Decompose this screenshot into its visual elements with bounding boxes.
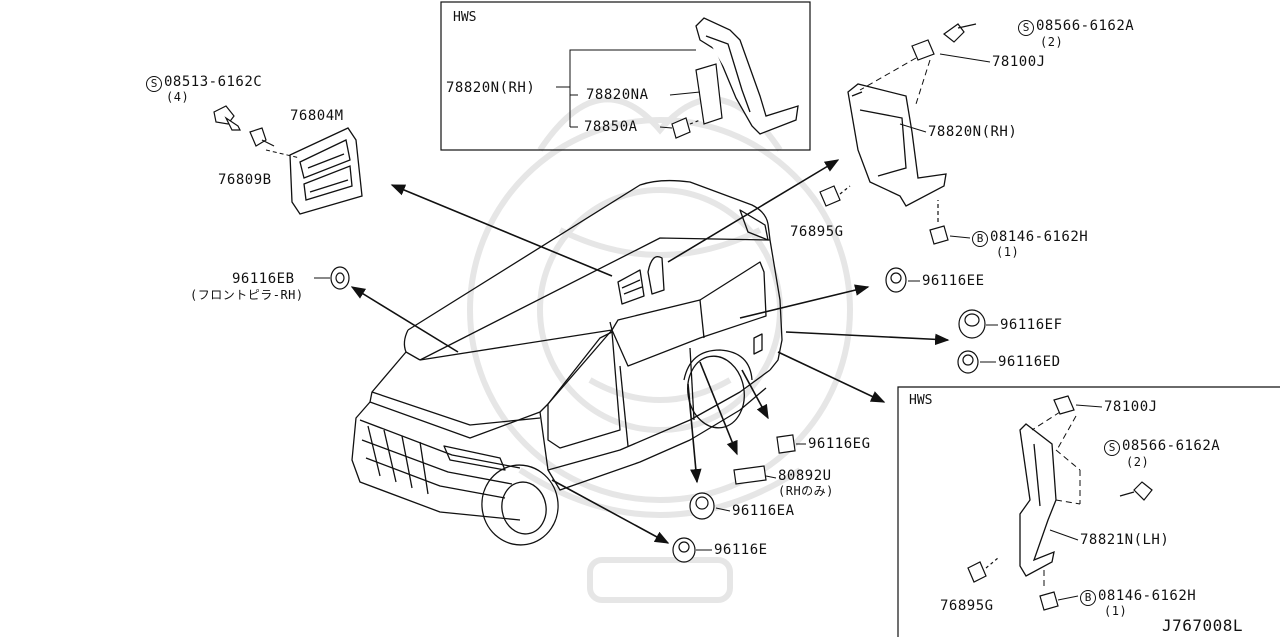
- label-96116e: 96116E: [714, 542, 768, 558]
- part-96116ef-shape: [958, 309, 986, 339]
- part-96116ed-shape: [957, 350, 979, 374]
- part-96116e-shape: [672, 537, 696, 563]
- hws-inset-bottom-frame: [897, 386, 1280, 637]
- label-08566-qty: (2): [1040, 35, 1064, 49]
- label-80892u-note: (RHのみ): [778, 484, 834, 498]
- diagram-code: J767008L: [1162, 616, 1244, 635]
- inset-bottom-bolt-08146: [1039, 591, 1059, 611]
- label-78820n-rh-inset: 78820N(RH): [446, 80, 536, 96]
- part-08566-screw-shape: [943, 23, 977, 43]
- part-78100j-clip-shape: [911, 39, 935, 61]
- label-96116ea: 96116EA: [732, 503, 795, 519]
- label-78821n-lh: 78821N(LH): [1080, 532, 1170, 548]
- hws-inset-top-title: HWS: [453, 10, 477, 25]
- label-78820n-rh: 78820N(RH): [928, 124, 1018, 140]
- label-76804m: 76804M: [290, 108, 344, 124]
- part-76809b-clip-shape: [249, 127, 275, 147]
- label-76895g-inset: 76895G: [940, 598, 994, 614]
- part-96116eg-shape: [776, 434, 796, 454]
- label-78850a: 78850A: [584, 119, 638, 135]
- inset-bottom-panel-shape: [1019, 423, 1057, 577]
- leader-78100j-dash: [859, 57, 917, 91]
- inset-bottom-screw-08566: [1119, 481, 1153, 501]
- leader-76809b: [265, 149, 301, 159]
- watermark-emblem: [467, 96, 853, 603]
- hws-inset-bottom-title: HWS: [909, 393, 933, 408]
- part-08513-screw-shape: [213, 105, 241, 131]
- label-78820na: 78820NA: [586, 87, 649, 103]
- label-96116eg: 96116EG: [808, 436, 871, 452]
- label-leaders: [314, 53, 1103, 601]
- label-96116ef: 96116EF: [1000, 317, 1063, 333]
- part-96116ea-shape: [689, 492, 715, 520]
- hws-inset-top-frame: [440, 1, 811, 151]
- label-96116ed: 96116ED: [998, 354, 1061, 370]
- inset-bottom-dash-lines: [1031, 411, 1081, 586]
- callout-arrows: [350, 159, 950, 544]
- inset-top-trim-shape: [695, 63, 723, 125]
- part-08146-bolt-shape: [929, 200, 949, 245]
- b-symbol-icon: B: [1080, 590, 1096, 606]
- b-symbol-icon: B: [972, 231, 988, 247]
- inset-bottom-clip-76895g: [967, 557, 999, 583]
- inset-top-leaders: [556, 49, 701, 129]
- label-96116eb: 96116EB: [232, 271, 295, 287]
- label-78100j: 78100J: [992, 54, 1046, 70]
- part-96116ee-shape: [885, 267, 907, 293]
- label-96116eb-note: (フロントピラ-RH): [190, 288, 304, 302]
- part-80892u-shape: [733, 465, 767, 485]
- inset-top-panel-shape: [695, 17, 799, 135]
- label-08513-qty: (4): [166, 90, 190, 104]
- s-symbol-icon: S: [1018, 20, 1034, 36]
- label-96116ee: 96116EE: [922, 273, 985, 289]
- label-08566-inset-qty: (2): [1126, 455, 1150, 469]
- vehicle-body: [351, 179, 783, 546]
- label-08146-qty: (1): [996, 245, 1020, 259]
- leader-78100j-dash-b: [915, 59, 931, 105]
- label-76809b: 76809B: [218, 172, 272, 188]
- label-76895g: 76895G: [790, 224, 844, 240]
- inset-bottom-clip-78100j: [1053, 395, 1075, 415]
- label-80892u: 80892U: [778, 468, 832, 484]
- s-symbol-icon: S: [146, 76, 162, 92]
- part-76895g-clip-shape: [819, 185, 851, 207]
- label-08146-inset-qty: (1): [1104, 604, 1128, 618]
- part-96116eb-grommet-shape: [330, 266, 350, 290]
- inset-top-clip-shape: [671, 117, 701, 139]
- s-symbol-icon: S: [1104, 440, 1120, 456]
- label-78100j-inset: 78100J: [1104, 399, 1158, 415]
- part-78820n-rh-shape: [847, 83, 947, 207]
- part-76804m-vent-shape: [289, 127, 363, 215]
